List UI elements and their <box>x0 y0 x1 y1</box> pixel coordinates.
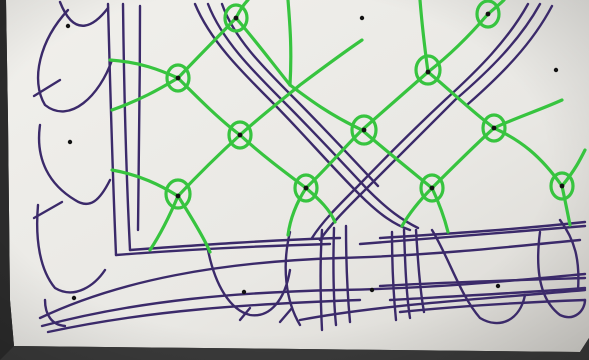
pin-dot <box>304 186 309 191</box>
purple-center-v1 <box>321 230 323 330</box>
pin-dot <box>370 288 374 292</box>
pin-dot <box>560 184 565 189</box>
pin-dot <box>360 16 364 20</box>
pin-dot <box>68 140 72 144</box>
pin-dot <box>362 128 367 133</box>
pin-dot <box>430 186 435 191</box>
pin-dot <box>554 68 558 72</box>
pin-dot <box>238 133 243 138</box>
pin-dot <box>426 70 431 75</box>
pin-dot <box>66 24 70 28</box>
pin-dot <box>242 290 246 294</box>
pin-dot <box>176 194 181 199</box>
pin-dot <box>72 296 76 300</box>
pin-dot <box>492 126 497 131</box>
pin-dot <box>496 284 500 288</box>
pin-dot <box>486 12 491 17</box>
pin-dot <box>176 76 181 81</box>
pin-dot <box>234 16 239 21</box>
